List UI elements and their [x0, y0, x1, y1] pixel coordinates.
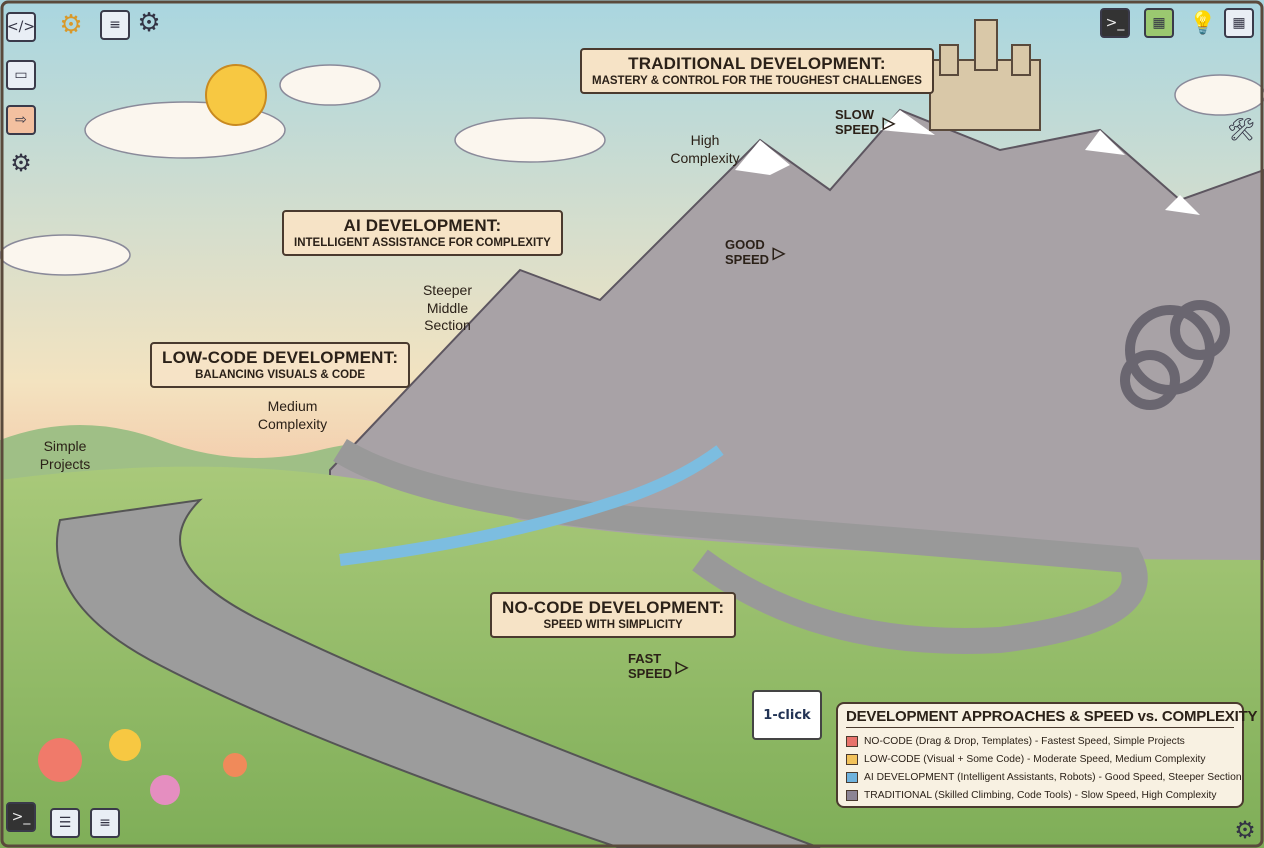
terminal-icon: >_	[1100, 8, 1130, 38]
good-speed-label: GOOD SPEED	[725, 237, 785, 268]
ai-subtitle: INTELLIGENT ASSISTANCE FOR COMPLEXITY	[294, 237, 551, 249]
terminal-icon: >_	[6, 802, 36, 832]
gear-icon: ⚙	[1234, 816, 1256, 844]
no-code-subtitle: SPEED WITH SIMPLICITY	[543, 619, 683, 631]
list-icon: ☰	[50, 808, 80, 838]
sun-icon	[205, 64, 267, 126]
document-icon: ≡	[100, 10, 130, 40]
steeper-section-label: Steeper Middle Section	[422, 282, 473, 333]
export-icon: ⇨	[6, 105, 36, 135]
flowers	[38, 729, 247, 805]
chip-icon: ▦	[1144, 8, 1174, 38]
legend-swatch	[846, 735, 858, 747]
legend-text: TRADITIONAL (Skilled Climbing, Code Tool…	[864, 789, 1217, 801]
legend-text: AI DEVELOPMENT (Intelligent Assistants, …	[864, 771, 1242, 783]
legend-swatch	[846, 771, 858, 783]
legend-swatch	[846, 753, 858, 765]
mountain-road	[333, 438, 1148, 654]
traditional-title: TRADITIONAL DEVELOPMENT:	[628, 54, 886, 73]
legend-item-low-code: LOW-CODE (Visual + Some Code) - Moderate…	[846, 750, 1234, 768]
legend-item-ai: AI DEVELOPMENT (Intelligent Assistants, …	[846, 768, 1242, 786]
browser-window-icon: ▭	[6, 60, 36, 90]
ai-title: AI DEVELOPMENT:	[343, 216, 502, 235]
legend-title: DEVELOPMENT APPROACHES & SPEED vs. COMPL…	[846, 708, 1258, 728]
simple-projects-label: Simple Projects	[39, 438, 91, 472]
legend-text: NO-CODE (Drag & Drop, Templates) - Faste…	[864, 735, 1185, 747]
gear-icon: ⚙	[137, 8, 161, 38]
no-code-title: NO-CODE DEVELOPMENT:	[502, 598, 725, 617]
ai-banner: AI DEVELOPMENT: INTELLIGENT ASSISTANCE F…	[282, 210, 563, 256]
chip-icon: ▦	[1224, 8, 1254, 38]
document-icon: ≡	[90, 808, 120, 838]
high-complexity-label: High Complexity	[670, 132, 740, 166]
lightbulb-icon: 💡	[1189, 10, 1217, 36]
slow-speed-label: SLOW SPEED	[835, 107, 895, 138]
fast-speed-label: FAST SPEED	[628, 651, 688, 682]
low-code-banner: LOW-CODE DEVELOPMENT: BALANCING VISUALS …	[150, 342, 411, 388]
legend: DEVELOPMENT APPROACHES & SPEED vs. COMPL…	[836, 702, 1258, 808]
traditional-subtitle: MASTERY & CONTROL FOR THE TOUGHEST CHALL…	[592, 75, 922, 87]
castle	[929, 19, 1041, 131]
no-code-banner: NO-CODE DEVELOPMENT: SPEED WITH SIMPLICI…	[490, 592, 737, 638]
medium-complexity-label: Medium Complexity	[257, 398, 328, 432]
gear-icon: ⚙	[10, 149, 32, 177]
legend-swatch	[846, 789, 858, 801]
legend-item-no-code: NO-CODE (Drag & Drop, Templates) - Faste…	[846, 732, 1234, 750]
clouds	[0, 64, 1264, 276]
knot-of-chains	[1120, 300, 1230, 410]
one-click-sign: 1-click	[752, 690, 822, 740]
low-code-subtitle: BALANCING VISUALS & CODE	[195, 369, 366, 381]
low-code-title: LOW-CODE DEVELOPMENT:	[162, 348, 399, 367]
traditional-banner: TRADITIONAL DEVELOPMENT: MASTERY & CONTR…	[580, 48, 934, 94]
tools-icon: 🛠	[1227, 117, 1255, 143]
legend-text: LOW-CODE (Visual + Some Code) - Moderate…	[864, 753, 1206, 765]
gear-icon: ⚙	[59, 10, 83, 40]
river	[339, 445, 724, 566]
code-icon: </>	[6, 12, 36, 42]
legend-item-traditional: TRADITIONAL (Skilled Climbing, Code Tool…	[846, 786, 1234, 804]
